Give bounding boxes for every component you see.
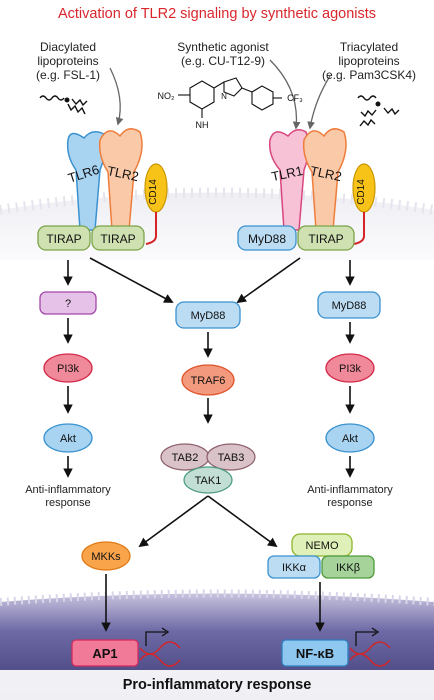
myd88-center-label: MyD88 [191, 310, 226, 322]
cd14-right-label: CD14 [356, 179, 367, 205]
myd88-right-box [317, 291, 381, 319]
tak1-node [183, 466, 233, 494]
diacylated-lipopeptide-icon [39, 95, 88, 115]
cu-t12-9-molecule-icon [178, 77, 282, 118]
tirap-1-label: TIRAP [46, 232, 81, 246]
ikka-label: IKKα [282, 562, 307, 574]
tirap-box-2 [91, 225, 145, 251]
mkks-label: MKKs [91, 551, 121, 563]
tab2-label: TAB2 [172, 452, 199, 464]
tirap-box-3 [297, 225, 355, 251]
tlr1-receptor [268, 129, 310, 231]
nemo-label: NEMO [306, 540, 339, 552]
akt-right-label: Akt [342, 433, 358, 445]
nfkb-box [281, 639, 349, 667]
tirap-3-label: TIRAP [308, 232, 343, 246]
footer-label: Pro-inflammatory response [122, 677, 312, 693]
nemo-box [291, 533, 353, 557]
dna-helix-ap1-icon [139, 627, 181, 667]
tab3-label: TAB3 [218, 452, 245, 464]
ikka-box [267, 555, 321, 579]
arrow-tlr1-to-myd88 [236, 257, 301, 304]
ikkb-box [321, 555, 375, 579]
nh-label: NH [196, 120, 209, 130]
footer-band [0, 670, 434, 700]
pi3k-left-node [43, 353, 93, 383]
myd88-adaptor-box [237, 225, 297, 251]
arrow-tak1-to-mkks [138, 495, 209, 548]
tlr2-left-label: TLR2 [106, 163, 140, 184]
tlr2-receptor-left [98, 128, 143, 231]
nuclear-membrane [0, 589, 434, 606]
diacylated-arrow [109, 67, 124, 126]
triacylated-arrow [307, 75, 331, 130]
tlr1-label: TLR1 [270, 163, 304, 184]
diagram-title: Activation of TLR2 signaling by syntheti… [57, 6, 377, 22]
pi3k-right-label: PI3k [339, 363, 362, 375]
akt-left-node [43, 423, 93, 453]
akt-right-node [325, 423, 375, 453]
synthetic-arrow [269, 59, 301, 130]
ikkb-label: IKKβ [336, 562, 360, 574]
cd14-left [144, 163, 168, 245]
arrow-tak1-to-ikk [207, 495, 278, 548]
traf6-label: TRAF6 [191, 375, 226, 387]
myd88-adaptor-label: MyD88 [248, 232, 286, 246]
synthetic-agonist-label: Synthetic agonist (e.g. CU-T12-9) [177, 40, 269, 68]
ap1-label: AP1 [92, 646, 117, 661]
tak1-label: TAK1 [195, 475, 222, 487]
traf6-node [181, 364, 235, 396]
unknown-box [39, 291, 97, 315]
tab3-node [206, 443, 256, 471]
akt-left-label: Akt [60, 433, 76, 445]
myd88-right-label: MyD88 [332, 300, 367, 312]
right-response-label: Anti-inflammatory response [307, 484, 393, 509]
myd88-center-box [175, 301, 241, 329]
unknown-label: ? [65, 298, 71, 310]
arrow-tirap-to-myd88 [89, 257, 174, 303]
ap1-box [71, 639, 139, 667]
left-response-label: Anti-inflammatory response [25, 484, 111, 509]
tirap-box-1 [37, 225, 91, 251]
membrane-lipid-heads [0, 187, 434, 215]
tlr2-right-label: TLR2 [309, 163, 343, 184]
cd14-right [352, 163, 376, 245]
dna-helix-nfkb-icon [349, 627, 391, 667]
tirap-2-label: TIRAP [100, 232, 135, 246]
cf3-label: CF₃ [287, 93, 303, 103]
triacylated-label: Triacylated lipoproteins (e.g. Pam3CSK4) [321, 40, 417, 82]
mkks-node [81, 541, 131, 571]
pi3k-right-node [325, 353, 375, 383]
imidazole-n-label: N [221, 92, 227, 101]
triacylated-lipopeptide-icon [357, 95, 400, 127]
nfkb-label: NF-κB [296, 646, 334, 661]
cd14-left-label: CD14 [148, 179, 159, 205]
diacylated-label: Diacylated lipoproteins (e.g. FSL-1) [35, 40, 101, 82]
pi3k-left-label: PI3k [57, 363, 80, 375]
tlr2-receptor-right [302, 128, 347, 231]
no2-label: NO₂ [158, 91, 176, 101]
